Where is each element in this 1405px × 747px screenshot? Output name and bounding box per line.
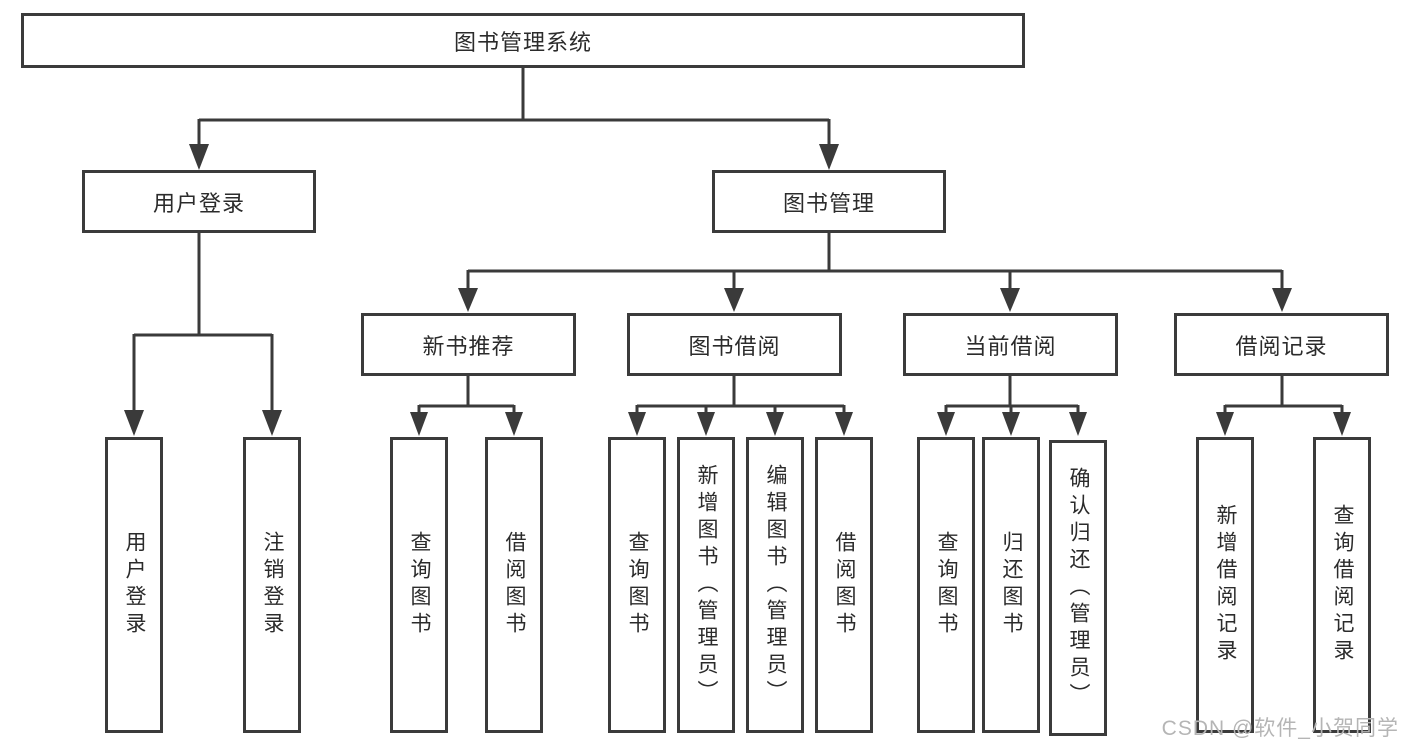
leaf-edit-books-admin: 编辑图书（管理员）: [746, 437, 804, 733]
leaf-borrow-books: 借阅图书: [815, 437, 873, 733]
node-borrowing-records: 借阅记录: [1174, 313, 1389, 376]
node-new-book-recommendation: 新书推荐: [361, 313, 576, 376]
node-book-borrowing: 图书借阅: [627, 313, 842, 376]
leaf-borrow-books-recommend: 借阅图书: [485, 437, 543, 733]
csdn-watermark: CSDN @软件_小贺同学: [1161, 717, 1399, 740]
leaf-add-borrow-record: 新增借阅记录: [1196, 437, 1254, 733]
leaf-query-books-borrowing: 查询图书: [608, 437, 666, 733]
leaf-confirm-return-admin: 确认归还（管理员）: [1049, 440, 1107, 736]
leaf-query-books-recommend: 查询图书: [390, 437, 448, 733]
leaf-logout: 注销登录: [243, 437, 301, 733]
node-library-management-system: 图书管理系统: [21, 13, 1025, 68]
leaf-add-books-admin: 新增图书（管理员）: [677, 437, 735, 733]
leaf-query-books-current: 查询图书: [917, 437, 975, 733]
node-user-login: 用户登录: [82, 170, 316, 233]
node-current-borrowing: 当前借阅: [903, 313, 1118, 376]
node-book-management: 图书管理: [712, 170, 946, 233]
leaf-query-borrow-record: 查询借阅记录: [1313, 437, 1371, 733]
arrowheads: [124, 144, 1351, 436]
leaf-user-login: 用户登录: [105, 437, 163, 733]
leaf-return-books: 归还图书: [982, 437, 1040, 733]
